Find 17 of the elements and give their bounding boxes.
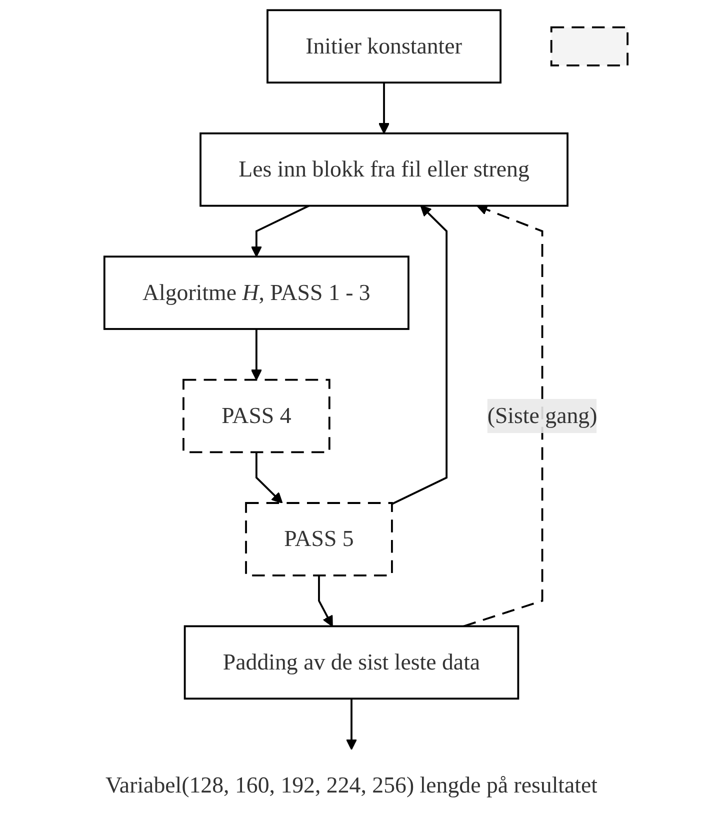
arrow (346, 698, 358, 750)
node-box: PASS 4 (182, 378, 330, 454)
node-box: PASS 5 (245, 502, 393, 576)
arrow (250, 204, 310, 258)
arrow (392, 205, 448, 505)
arrow (463, 204, 544, 628)
edge-label: (Siste gang) (487, 402, 598, 428)
arrow (255, 452, 283, 504)
arrow (378, 82, 390, 134)
node-box: Padding av de sist leste data (184, 625, 520, 700)
node-box (550, 26, 629, 66)
arrow (318, 575, 333, 627)
node-text: Variabel(128, 160, 192, 224, 256) lengde på resultatet (105, 772, 598, 798)
node-box: Les inn blokk fra fil eller streng (200, 132, 568, 207)
node-box: Initier konstanter (266, 9, 502, 84)
node-box: Algoritme H, PASS 1 - 3 (103, 256, 410, 330)
arrow (250, 329, 262, 380)
